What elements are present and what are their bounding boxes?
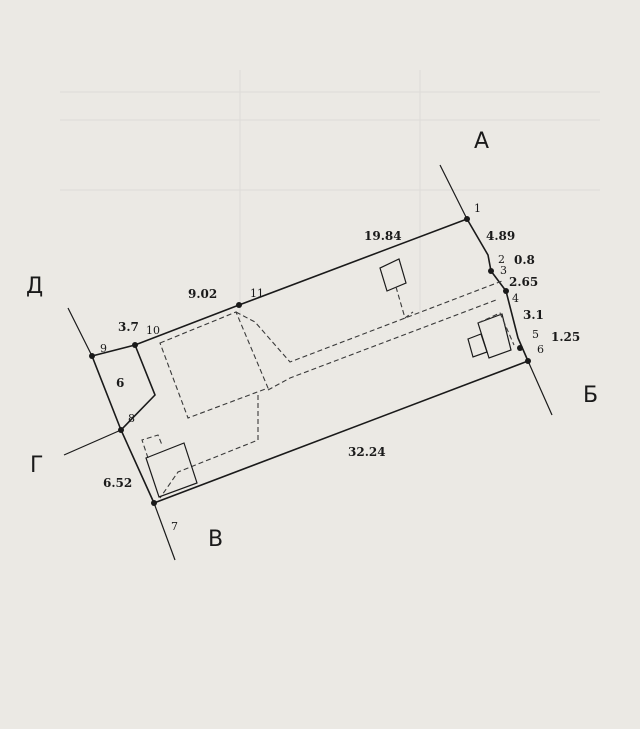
line-to-g [63,429,122,456]
point-label-6: 6 [537,343,544,356]
building-extension [159,395,259,499]
point-4 [503,288,509,294]
point-11 [236,302,242,308]
driveway-outline-lower [267,299,497,391]
point-label-9: 9 [100,342,107,355]
boundary-points [89,216,531,506]
dimension-1-25: 1.25 [551,330,580,344]
shed [145,442,198,498]
direction-label-d: Д [26,274,43,299]
point-3 [488,268,494,274]
dimension-32-24: 32.24 [348,445,386,459]
outbuilding-east-small [467,333,488,358]
point-9 [89,353,95,359]
point-label-4: 4 [512,292,519,305]
direction-label-b: Б [583,383,598,408]
dimension-2-65: 2.65 [509,275,538,289]
line-to-v [153,502,176,561]
point-label-8: 8 [128,412,135,425]
direction-label-g: Г [30,453,43,478]
background-texture [60,70,600,320]
line-to-b [527,360,553,416]
point-5 [517,345,523,351]
point-7 [151,500,157,506]
dimension-19-84: 19.84 [364,229,402,243]
dimension-6-52: 6.52 [103,476,132,490]
outbuilding-east [477,313,512,359]
main-building [159,311,269,419]
inner-fence [120,344,156,431]
point-label-1: 1 [474,202,481,215]
yard-outline [141,434,163,459]
point-label-3: 3 [500,264,507,277]
boundary-bottom [153,360,529,504]
boundary-right [466,218,529,362]
outbuilding-east-outline [477,312,515,346]
point-label-2: 2 [498,253,505,266]
point-1 [464,216,470,222]
direction-label-v: В [208,527,223,552]
point-8 [118,427,124,433]
dimension-9-02: 9.02 [188,287,217,301]
line-to-a [439,164,468,220]
dimension-4-89: 4.89 [486,229,515,243]
line-to-d [67,307,93,357]
driveway-outline [235,280,503,363]
dimension-0-8: 0.8 [514,253,535,267]
point-label-7: 7 [171,520,178,533]
dimension-3-1: 3.1 [523,308,544,322]
boundary-top [91,218,468,357]
small-building [379,258,407,292]
dimension-6: 6 [116,376,124,390]
direction-label-a: А [474,129,489,154]
dimension-3-7: 3.7 [118,320,139,334]
point-6 [525,358,531,364]
point-label-5: 5 [532,328,539,341]
point-label-11: 11 [250,287,264,300]
small-building-path [395,286,414,319]
point-10 [132,342,138,348]
point-label-10: 10 [146,324,160,337]
